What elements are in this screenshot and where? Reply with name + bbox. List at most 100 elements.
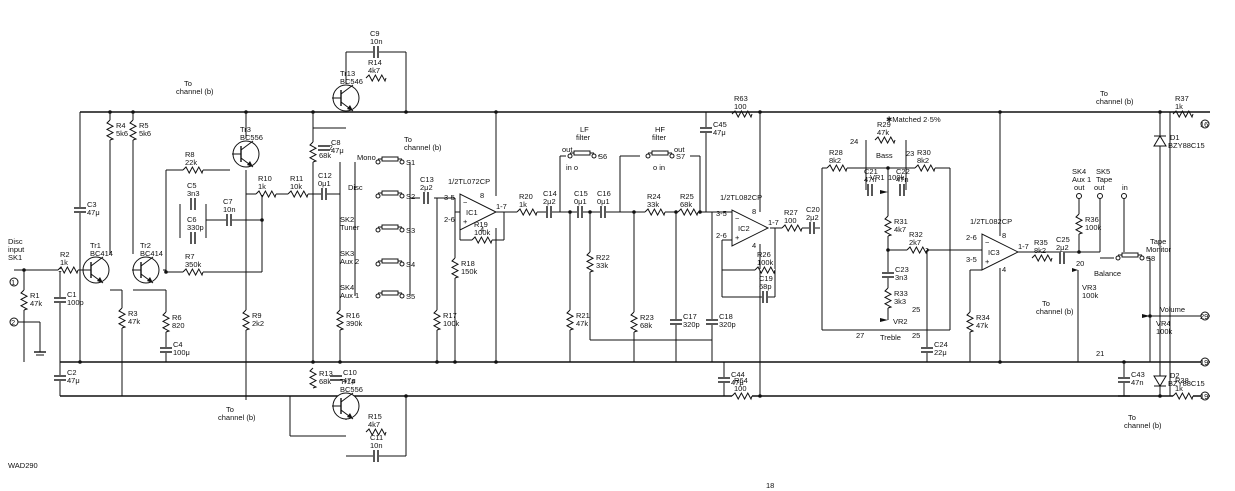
pin-4-ic1: 4: [480, 225, 484, 234]
terminals: [9, 119, 1210, 401]
node-19b: 19: [1200, 392, 1208, 401]
power-rails: [60, 111, 1210, 397]
s7-in: o in: [653, 163, 665, 172]
balance-label: Balance: [1094, 269, 1121, 278]
node-25: 25: [912, 305, 920, 314]
to-channel-b-3: To: [404, 135, 412, 144]
label-s7: S7: [676, 152, 685, 161]
label-ic1: IC1: [466, 208, 478, 217]
pin-in1-ic1: 3-5: [444, 193, 455, 202]
pin-out-ic1: 1-7: [496, 202, 507, 211]
switch-s5: S5: [374, 290, 415, 301]
minus-ic1: −: [463, 198, 468, 207]
switch-s6: S6: [566, 150, 607, 161]
label-ic3: IC3: [988, 248, 1000, 257]
plus-ic1: +: [463, 217, 468, 226]
ground-symbols: [34, 351, 1130, 397]
label-ic2: IC2: [738, 224, 750, 233]
node-25b: 25: [912, 331, 920, 340]
zener-diode-d1: [1153, 135, 1167, 147]
title-ic3: 1/2TL082CP: [970, 217, 1012, 226]
bass-label: Bass: [876, 151, 893, 160]
switch-s4: S4: [374, 258, 415, 269]
label-s5: S5: [406, 292, 415, 301]
pin-out-ic2: 1-7: [768, 218, 779, 227]
switch-s7: S7: [644, 150, 685, 161]
volume-label: Volume: [1160, 305, 1185, 314]
pin-in2-ic3: 3-5: [966, 255, 977, 264]
mono-label: Mono: [357, 153, 376, 162]
node-20: 20: [1076, 259, 1084, 268]
vr2-label: VR2: [893, 317, 908, 326]
switch-s8: S8: [1114, 252, 1155, 263]
